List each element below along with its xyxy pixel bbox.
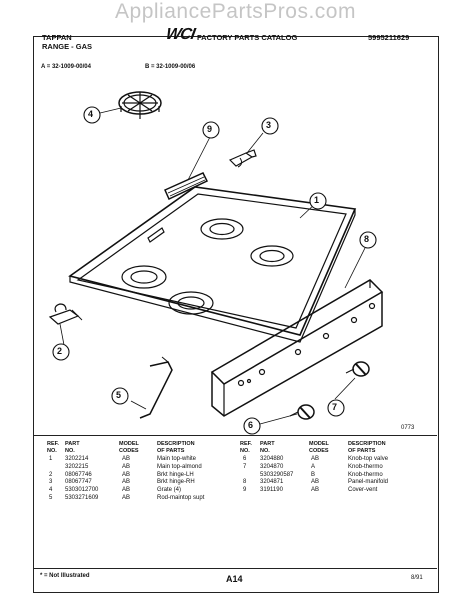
table-top-rule [34, 435, 437, 436]
diagram-code: 0773 [401, 425, 415, 431]
ref-cell: 3 [49, 479, 53, 486]
model-cell: AB [311, 479, 320, 486]
main-top-drawing [68, 186, 357, 343]
hinge-lh-drawing [48, 303, 83, 325]
model-a-code: A = 32-1009-00/04 [41, 64, 91, 70]
watermark: AppliancePartsPros.com [115, 0, 356, 23]
page-frame [33, 36, 439, 593]
part-cell: 08067746 [65, 471, 92, 478]
desc-cell: Main top-almond [157, 463, 202, 470]
model-cell: AB [122, 463, 131, 470]
callout-8-label: 8 [364, 234, 370, 244]
support-rod-drawing [139, 356, 173, 419]
desc-cell: Brkt hinge-LH [157, 471, 194, 478]
part-cell: 3191190 [260, 487, 283, 494]
callout-circle-4 [83, 106, 101, 124]
model-cell: AB [311, 456, 320, 462]
callout-circle-1 [309, 192, 327, 210]
desc-cell: Main top-white [157, 456, 197, 462]
desc-cell: Grate (4) [157, 487, 182, 494]
part-cell: 5303271609 [65, 495, 99, 501]
desc-cell: Brkt hinge-RH [157, 479, 195, 486]
callout-4-label: 4 [88, 109, 94, 119]
callout-1-label: 1 [314, 195, 320, 205]
ref-cell: 6 [243, 456, 247, 462]
ref-cell: 9 [243, 487, 247, 494]
cover-vent-drawing [164, 172, 209, 201]
model-cell: A [311, 463, 316, 470]
not-illustrated-note: * = Not Illustrated [40, 573, 90, 579]
callout-3-label: 3 [266, 120, 272, 130]
callout-5-label: 5 [116, 390, 122, 400]
callout-9-label: 9 [207, 124, 213, 134]
manifold-panel-drawing [210, 279, 384, 417]
callout-circle-3 [261, 117, 279, 135]
ref-cell: 5 [49, 495, 53, 501]
part-cell: 3204870 [260, 463, 284, 470]
model-cell: AB [122, 479, 131, 486]
model-cell: AB [122, 487, 131, 494]
desc-cell: Knob-thermo [348, 471, 383, 478]
callout-circle-5 [111, 387, 129, 405]
desc-cell: Cover-vent [348, 487, 378, 494]
model-cell: B [311, 471, 316, 478]
catalog-title: FACTORY PARTS CATALOG [197, 33, 298, 42]
model-b-code: B = 32-1009-00/06 [145, 64, 196, 70]
brand-line-2: RANGE - GAS [42, 42, 93, 51]
model-cell: AB [122, 495, 131, 501]
part-cell: 5303012700 [65, 487, 99, 494]
model-cell: AB [122, 471, 131, 478]
ref-cell: 1 [49, 456, 53, 462]
ref-cell: 8 [243, 479, 247, 486]
model-cell: AB [311, 487, 320, 494]
callout-circle-7 [327, 399, 345, 417]
part-cell: 3202214 [65, 456, 89, 462]
desc-cell: Knob-thermo [348, 463, 383, 470]
brand-line-1: TAPPAN [42, 33, 72, 42]
catalog-number: 5995211629 [368, 33, 410, 42]
ref-cell: 2 [49, 471, 53, 478]
hinge-rh-drawing [228, 149, 257, 168]
callout-circle-2 [52, 343, 70, 361]
footer-rule [34, 568, 437, 569]
callout-circle-6 [243, 417, 261, 435]
page-number: A14 [226, 574, 243, 584]
part-cell: 3204880 [260, 456, 284, 462]
revision-date: 8/91 [411, 575, 423, 581]
part-cell: 5303290587 [260, 471, 294, 478]
callout-circle-8 [359, 231, 377, 249]
header-ref-no-right: REF.NO. [240, 441, 252, 454]
part-cell: 3204871 [260, 479, 284, 486]
part-cell: 08067747 [65, 479, 92, 486]
knob-thermo-drawing [345, 361, 370, 377]
desc-cell: Rod-maintop supt [157, 495, 205, 501]
callout-6-label: 6 [248, 420, 254, 430]
ref-cell: 7 [243, 463, 247, 470]
header-ref-no-left: REF.NO. [47, 441, 59, 454]
model-cell: AB [122, 456, 131, 462]
ref-cell: 4 [49, 487, 53, 494]
desc-cell: Panel-manifold [348, 479, 389, 486]
grate-drawing [118, 91, 162, 119]
callout-circle-9 [202, 121, 220, 139]
part-cell: 3202215 [65, 463, 89, 470]
callout-7-label: 7 [332, 402, 338, 412]
callout-2-label: 2 [57, 346, 63, 356]
desc-cell: Knob-top valve [348, 456, 389, 462]
